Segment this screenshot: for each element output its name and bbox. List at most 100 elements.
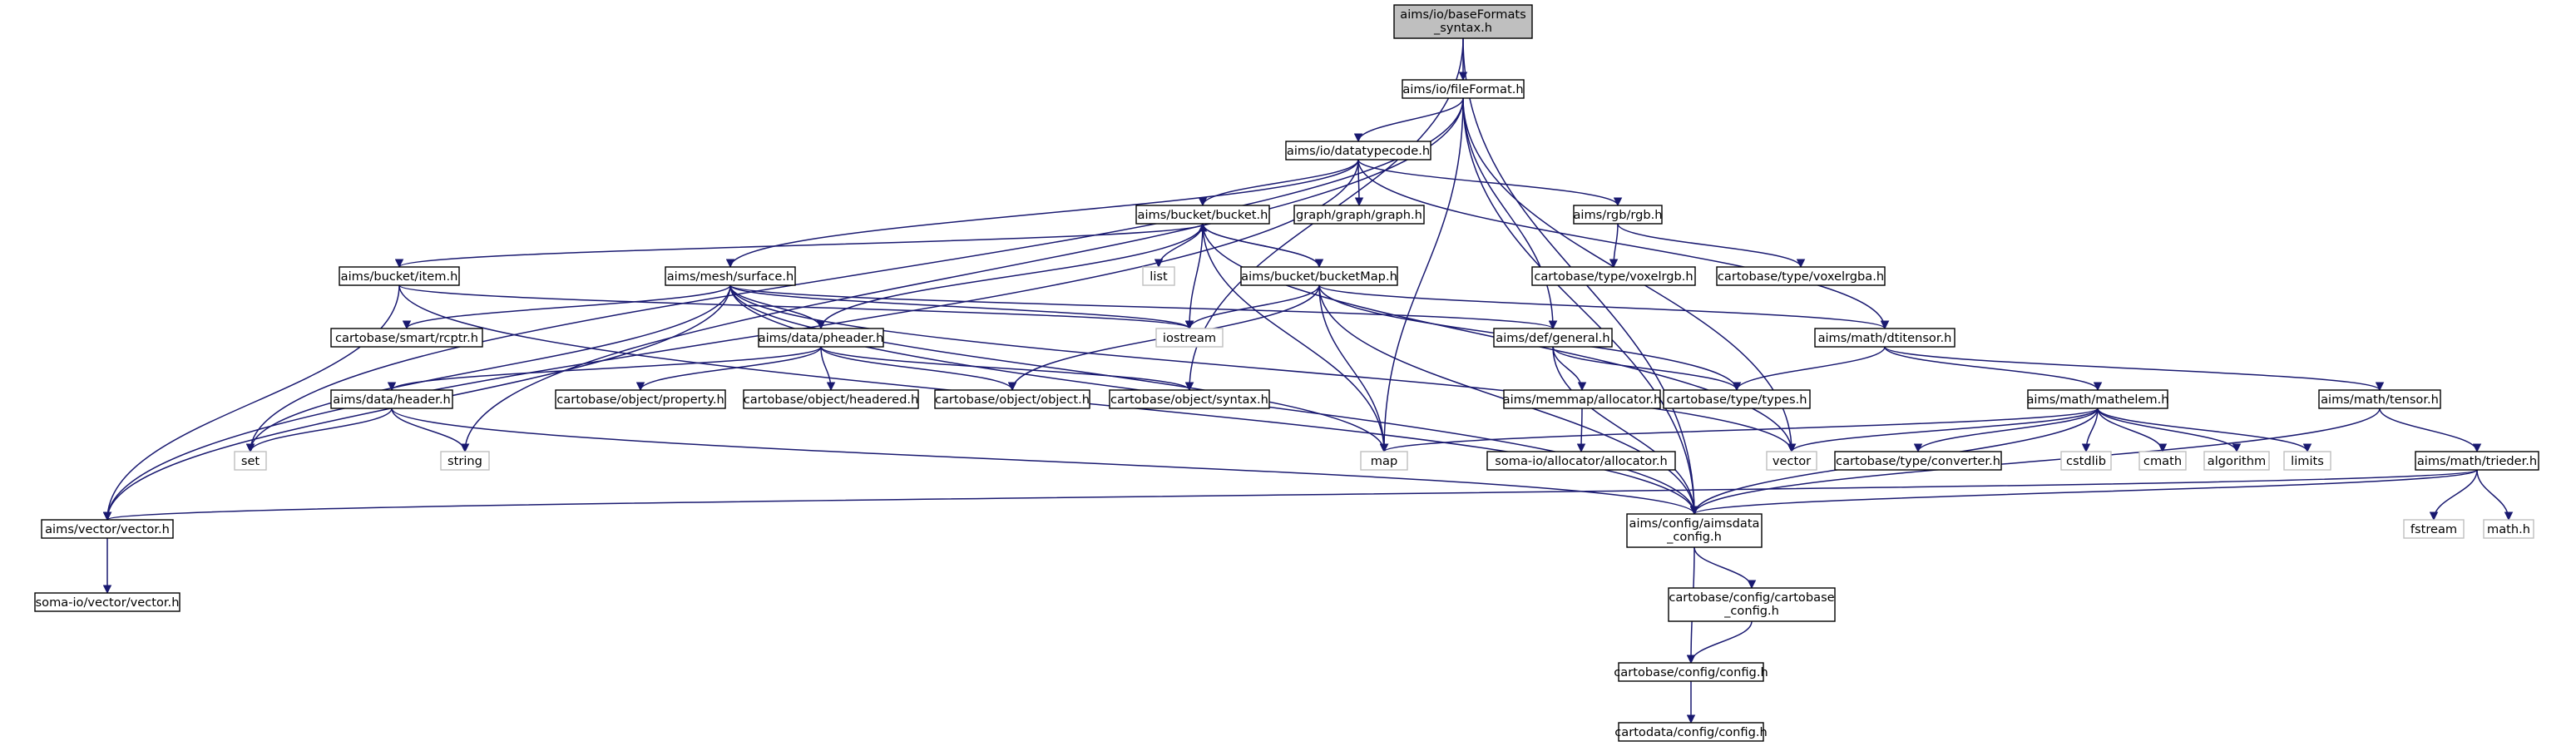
node-trieder[interactable]: aims/math/trieder.h	[2415, 451, 2539, 471]
edge-datatypecode-to-rgb	[1357, 159, 1623, 207]
node-set-box	[234, 451, 267, 471]
node-algorithm-box	[2203, 451, 2270, 471]
node-object-label-0: cartobase/object/object.h	[935, 393, 1090, 407]
node-rcptr[interactable]: cartobase/smart/rcptr.h	[330, 328, 483, 348]
node-allocator-box	[1503, 389, 1661, 409]
node-datatypecode[interactable]: aims/io/datatypecode.h	[1285, 141, 1431, 161]
node-mathh-label-0: math.h	[2487, 522, 2530, 536]
node-fileFormat[interactable]: aims/io/fileFormat.h	[1402, 79, 1525, 99]
edge-datatypecode-to-vectorh	[102, 159, 1359, 521]
node-iostream: iostream	[1155, 328, 1224, 348]
node-allocator-label-0: aims/memmap/allocator.h	[1503, 393, 1662, 407]
edge-tensor-to-trieder	[2379, 408, 2482, 453]
edge-rgb-to-voxelrgb	[1609, 223, 1619, 269]
node-syntax[interactable]: cartobase/object/syntax.h	[1109, 389, 1270, 409]
node-trieder-label-0: aims/math/trieder.h	[2417, 454, 2537, 468]
node-voxelrgba[interactable]: cartobase/type/voxelrgba.h	[1716, 266, 1886, 286]
node-bucket[interactable]: aims/bucket/bucket.h	[1135, 205, 1270, 225]
node-cartoconf[interactable]: cartobase/config/cartobase_config.h	[1668, 587, 1836, 622]
node-config[interactable]: cartobase/config/config.h	[1614, 662, 1768, 682]
edge-fileFormat-to-map	[1379, 97, 1464, 453]
node-somaalloc[interactable]: soma-io/allocator/allocator.h	[1486, 451, 1676, 471]
node-converter-label-0: cartobase/type/converter.h	[1836, 454, 2000, 468]
node-voxelrgba-box	[1716, 266, 1886, 286]
node-tensor[interactable]: aims/math/tensor.h	[2318, 389, 2441, 409]
node-voxelrgb[interactable]: cartobase/type/voxelrgb.h	[1531, 266, 1696, 286]
node-surface[interactable]: aims/mesh/surface.h	[665, 266, 796, 286]
edge-bucketMap-to-map	[1318, 284, 1389, 453]
node-syntax-box	[1109, 389, 1270, 409]
node-set-label-0: set	[241, 454, 260, 468]
node-property[interactable]: cartobase/object/property.h	[555, 389, 726, 409]
node-converter[interactable]: cartobase/type/converter.h	[1834, 451, 2002, 471]
node-item-box	[339, 266, 460, 286]
node-string: string	[440, 451, 490, 471]
node-root-label-0: aims/io/baseFormats	[1400, 7, 1525, 22]
node-types-label-0: cartobase/type/types.h	[1667, 393, 1807, 407]
node-allocator[interactable]: aims/memmap/allocator.h	[1503, 389, 1662, 409]
node-cartoconf-box	[1668, 587, 1836, 622]
node-rcptr-label-0: cartobase/smart/rcptr.h	[335, 331, 478, 345]
dependency-edges	[102, 37, 2514, 724]
node-bucketMap-box	[1240, 266, 1398, 286]
node-general-label-0: aims/def/general.h	[1496, 331, 1609, 345]
edge-header-to-aimsdata	[391, 408, 1698, 516]
node-aimsdata-label-1: _config.h	[1666, 530, 1722, 544]
edge-bucket-to-map	[1202, 223, 1389, 453]
edge-bucket-to-pheader	[816, 223, 1204, 330]
node-pheader-box	[758, 328, 884, 348]
node-dtitensor[interactable]: aims/math/dtitensor.h	[1814, 328, 1955, 348]
node-pheader-label-0: aims/data/pheader.h	[759, 331, 884, 345]
node-graph[interactable]: graph/graph/graph.h	[1293, 205, 1425, 225]
node-cstdlib-label-0: cstdlib	[2066, 454, 2106, 468]
node-limits-box	[2283, 451, 2331, 471]
node-limits: limits	[2283, 451, 2331, 471]
node-cartodata[interactable]: cartodata/config/config.h	[1614, 722, 1768, 742]
edge-surface-to-map	[729, 284, 1389, 453]
edge-surface-to-pheader	[729, 284, 826, 330]
edge-bucket-to-item	[395, 223, 1204, 269]
node-config-label-0: cartobase/config/config.h	[1614, 665, 1768, 679]
node-object[interactable]: cartobase/object/object.h	[934, 389, 1090, 409]
node-pheader[interactable]: aims/data/pheader.h	[758, 328, 884, 348]
edge-datatypecode-to-graph	[1354, 159, 1364, 207]
node-cartoconf-label-0: cartobase/config/cartobase	[1669, 590, 1834, 605]
edge-pheader-to-header	[387, 346, 822, 392]
node-somavector[interactable]: soma-io/vector/vector.h	[34, 592, 180, 612]
edge-surface-to-general	[729, 284, 1557, 330]
node-fileFormat-label-0: aims/io/fileFormat.h	[1402, 82, 1523, 96]
node-mathelem[interactable]: aims/math/mathelem.h	[2026, 389, 2169, 409]
edge-bucket-to-iostream	[1184, 223, 1204, 330]
node-algorithm: algorithm	[2203, 451, 2270, 471]
node-root[interactable]: aims/io/baseFormats_syntax.h	[1393, 4, 1533, 39]
node-list: list	[1142, 266, 1175, 286]
node-vectorh[interactable]: aims/vector/vector.h	[41, 519, 174, 539]
edge-fileFormat-to-set	[245, 97, 1464, 453]
node-types[interactable]: cartobase/type/types.h	[1663, 389, 1811, 409]
node-bucketMap-label-0: aims/bucket/bucketMap.h	[1241, 269, 1397, 284]
node-bucketMap[interactable]: aims/bucket/bucketMap.h	[1240, 266, 1398, 286]
edge-dtitensor-to-types	[1732, 346, 1886, 392]
node-header-box	[330, 389, 453, 409]
node-config-box	[1618, 662, 1764, 682]
edge-fileFormat-to-datatypecode	[1353, 97, 1464, 143]
node-somaalloc-box	[1486, 451, 1676, 471]
node-list-box	[1142, 266, 1175, 286]
node-rgb[interactable]: aims/rgb/rgb.h	[1573, 205, 1663, 225]
edge-mathelem-to-limits	[2097, 408, 2312, 453]
node-general[interactable]: aims/def/general.h	[1493, 328, 1613, 348]
node-aimsdata[interactable]: aims/config/aimsdata_config.h	[1626, 513, 1763, 548]
node-cstdlib-box	[2060, 451, 2112, 471]
node-string-box	[440, 451, 490, 471]
node-map-label-0: map	[1371, 454, 1397, 468]
node-voxelrgb-box	[1531, 266, 1696, 286]
node-mathh: math.h	[2483, 519, 2534, 539]
node-item[interactable]: aims/bucket/item.h	[339, 266, 460, 286]
node-cmath: cmath	[2138, 451, 2187, 471]
node-vectorh-label-0: aims/vector/vector.h	[45, 522, 170, 536]
node-headered[interactable]: cartobase/object/headered.h	[743, 389, 919, 409]
edge-item-to-iostream	[398, 284, 1194, 330]
edge-datatypecode-to-bucket	[1198, 159, 1359, 207]
node-header[interactable]: aims/data/header.h	[330, 389, 453, 409]
